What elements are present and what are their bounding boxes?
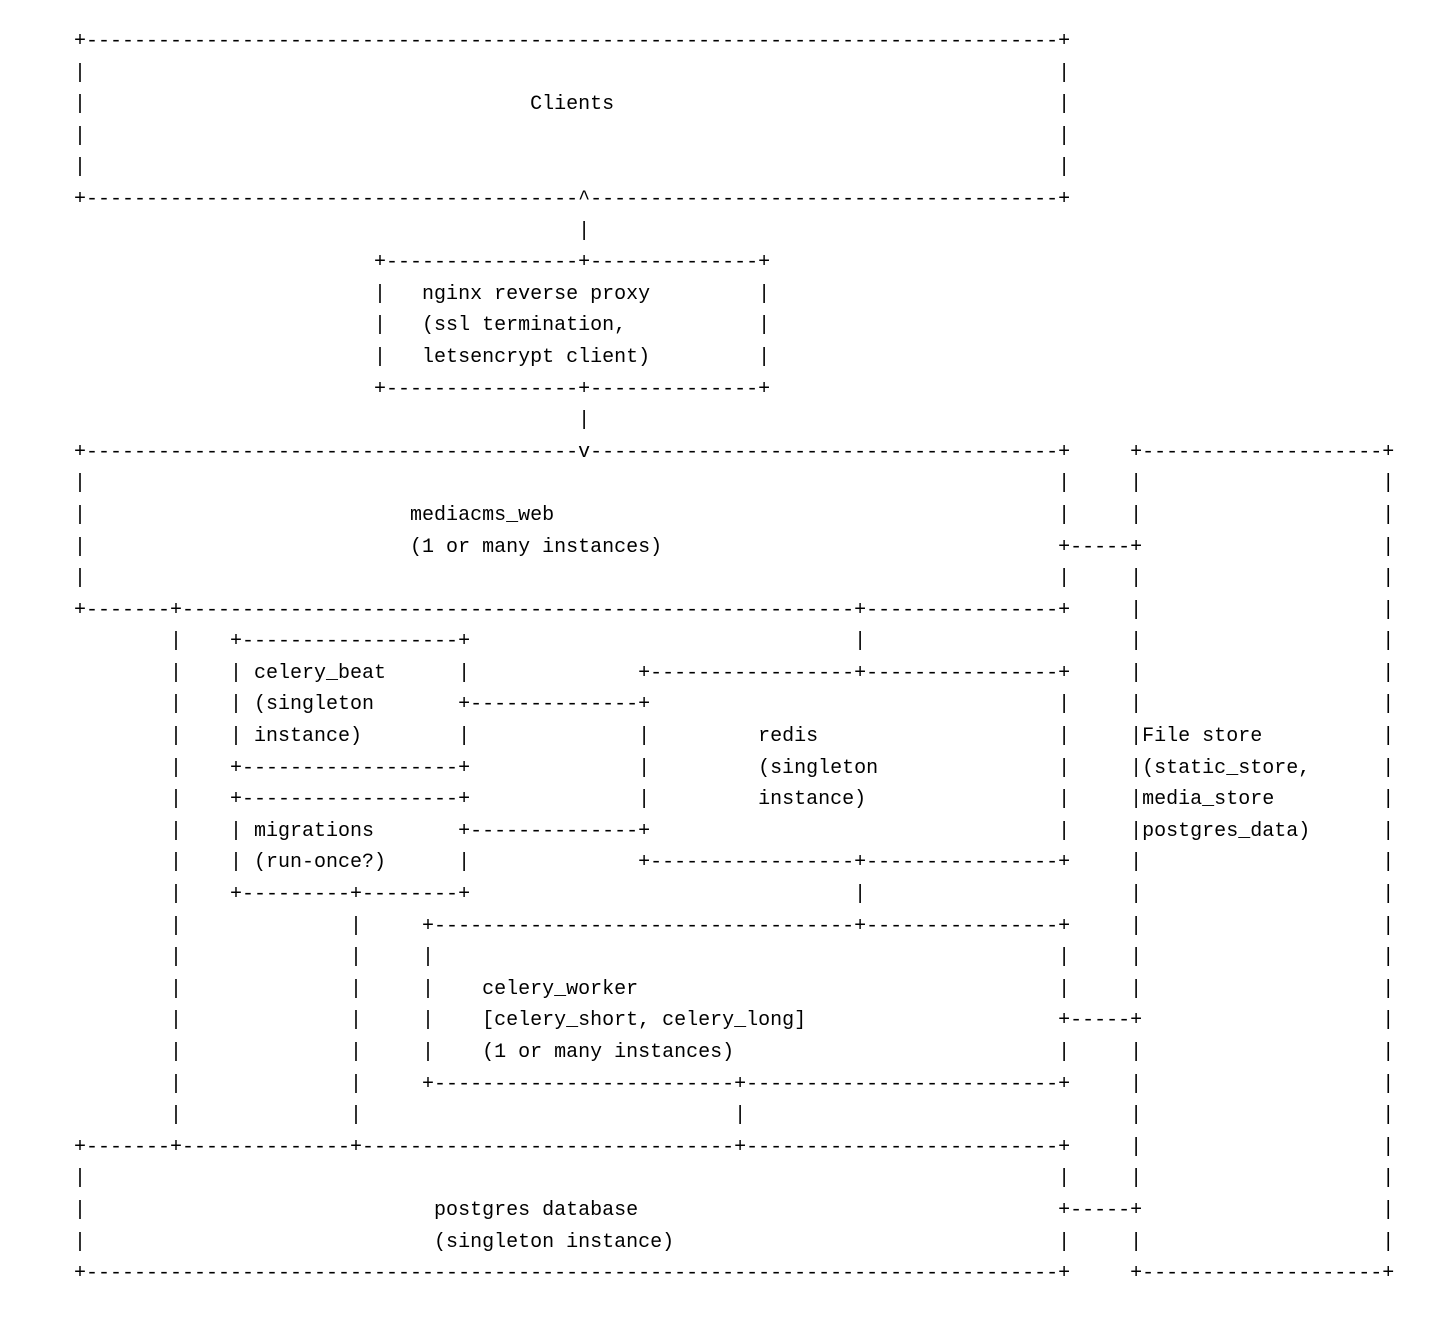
ascii-art-diagram: +---------------------------------------…: [74, 30, 1395, 1286]
